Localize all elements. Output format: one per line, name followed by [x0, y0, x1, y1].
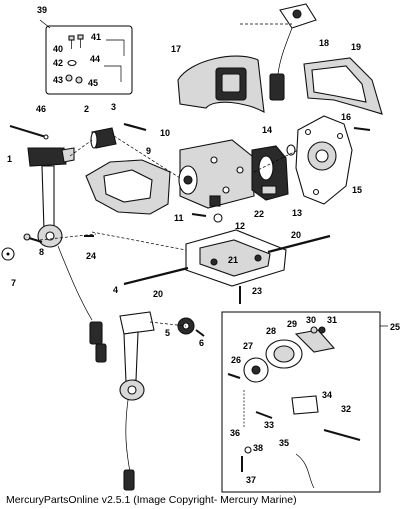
screw-6 — [195, 329, 205, 337]
callout-14: 14 — [262, 125, 272, 135]
control-housing-10 — [178, 139, 255, 209]
callout-18: 18 — [319, 38, 329, 48]
bolt-20b — [123, 266, 189, 286]
callout-3: 3 — [111, 102, 116, 112]
washer-45 — [75, 76, 83, 84]
callout-21: 21 — [228, 255, 238, 265]
callout-16: 16 — [341, 112, 351, 122]
callout-32: 32 — [341, 404, 351, 414]
hex-key-44b — [104, 65, 122, 82]
screw-33 — [255, 411, 273, 419]
hex-key-44a — [106, 39, 125, 56]
screw-16 — [353, 127, 371, 131]
assembly-guide-lines — [39, 23, 299, 327]
callout-labels: 39 40 41 42 43 44 45 46 1 2 3 9 10 11 12… — [7, 5, 400, 485]
bolt-20a — [267, 234, 331, 254]
callout-12: 12 — [235, 221, 245, 231]
bushing-2 — [90, 127, 117, 149]
nut-31 — [318, 326, 326, 334]
callout-45: 45 — [88, 78, 98, 88]
wire-35 — [295, 453, 315, 489]
callout-20-right: 20 — [291, 230, 301, 240]
callout-24: 24 — [86, 251, 96, 261]
callout-28: 28 — [266, 326, 276, 336]
callout-29: 29 — [287, 319, 297, 329]
kit-box-outline — [45, 25, 133, 95]
control-handle-1 — [27, 147, 107, 363]
back-plate-15 — [295, 115, 353, 205]
callout-7: 7 — [11, 278, 16, 288]
callout-30: 30 — [306, 315, 316, 325]
callout-37: 37 — [246, 475, 256, 485]
callout-42: 42 — [53, 58, 63, 68]
nut-43 — [65, 74, 73, 82]
screw-11 — [191, 213, 207, 217]
callout-40: 40 — [53, 44, 63, 54]
handle-cover-9 — [85, 159, 171, 215]
gear-27 — [243, 357, 269, 383]
mount-bracket-21 — [185, 229, 287, 287]
rear-cover-19 — [303, 57, 383, 115]
callout-27: 27 — [243, 341, 253, 351]
callout-20-left: 20 — [153, 289, 163, 299]
rod-32 — [323, 429, 361, 441]
callout-15: 15 — [352, 185, 362, 195]
clip-34 — [291, 395, 319, 415]
callout-46: 46 — [36, 104, 46, 114]
callout-36: 36 — [230, 428, 240, 438]
callout-9: 9 — [146, 146, 151, 156]
gear-assembly-box-25 — [221, 311, 388, 493]
callout-33: 33 — [264, 420, 274, 430]
callout-34: 34 — [322, 390, 332, 400]
callout-1: 1 — [7, 154, 12, 164]
callout-6: 6 — [199, 338, 204, 348]
callout-13: 13 — [292, 208, 302, 218]
screw-26 — [227, 373, 241, 379]
control-handle-4 — [119, 311, 155, 491]
trim-switch-18 — [269, 3, 317, 101]
callout-8: 8 — [39, 247, 44, 257]
callout-19: 19 — [351, 42, 361, 52]
callout-4: 4 — [113, 285, 118, 295]
washer-38 — [244, 446, 252, 454]
callout-23: 23 — [252, 286, 262, 296]
callout-43: 43 — [53, 75, 63, 85]
bushing-14 — [286, 144, 296, 156]
callout-44: 44 — [90, 54, 100, 64]
plug-7 — [1, 247, 15, 261]
sub-assembly-outline — [221, 311, 381, 493]
drum-28 — [265, 339, 303, 369]
callout-38: 38 — [253, 443, 263, 453]
hardware-kit-39 — [39, 19, 133, 95]
bracket-29 — [294, 329, 336, 353]
pin-46 — [9, 125, 49, 140]
callout-26: 26 — [231, 355, 241, 365]
screw-3 — [123, 122, 147, 132]
callout-35: 35 — [279, 438, 289, 448]
callout-5: 5 — [165, 328, 170, 338]
callout-10: 10 — [160, 128, 170, 138]
washer-12 — [213, 213, 223, 223]
callout-39: 39 — [37, 5, 47, 15]
neutral-switch-13 — [251, 145, 289, 201]
top-cover-17 — [177, 55, 265, 114]
callout-17: 17 — [171, 44, 181, 54]
callout-11: 11 — [174, 213, 184, 223]
callout-31: 31 — [327, 315, 337, 325]
screw-8 — [23, 233, 43, 243]
callout-25: 25 — [390, 322, 400, 332]
copyright-footer: MercuryPartsOnline v2.5.1 (Image Copyrig… — [6, 494, 297, 506]
screw-40 — [68, 35, 75, 41]
callout-41: 41 — [91, 32, 101, 42]
callout-2: 2 — [84, 104, 89, 114]
washer-42 — [67, 59, 77, 67]
callout-22: 22 — [254, 209, 264, 219]
nut-30 — [310, 326, 318, 334]
screw-41 — [77, 34, 84, 40]
